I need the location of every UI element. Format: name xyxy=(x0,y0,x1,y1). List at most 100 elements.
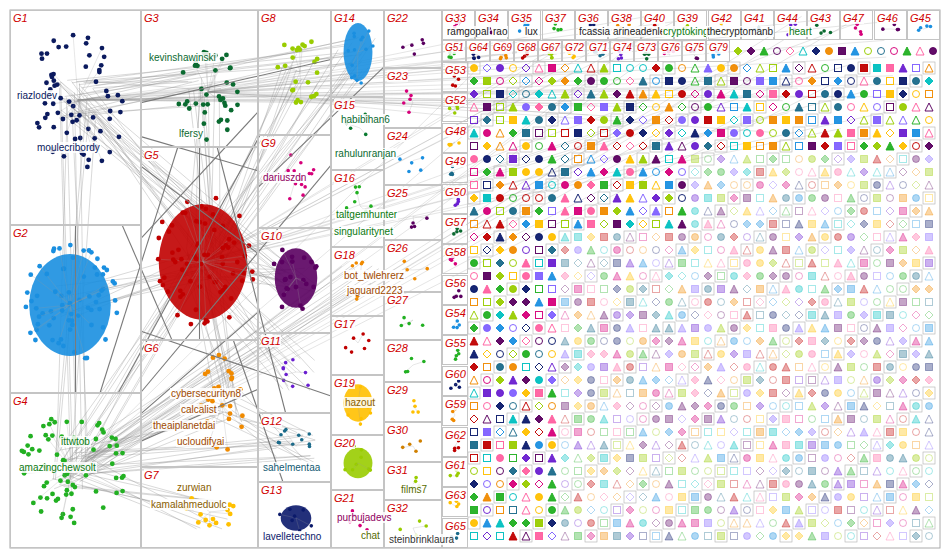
vertex-dot xyxy=(40,56,45,61)
mini-vertex xyxy=(652,298,660,306)
mini-vertex xyxy=(600,168,608,176)
mini-vertex xyxy=(484,507,491,514)
mini-group-frame xyxy=(468,192,480,204)
vertex-dot xyxy=(62,154,67,159)
vertex-dot xyxy=(296,45,301,50)
mini-vertex xyxy=(561,207,569,215)
vertex-dot xyxy=(83,356,88,361)
mini-vertex xyxy=(561,142,569,150)
mini-vertex xyxy=(536,260,543,267)
vertex-dot xyxy=(180,292,185,297)
mini-vertex xyxy=(562,481,569,488)
mini-vertex xyxy=(561,532,569,540)
vertex-dot xyxy=(96,293,101,298)
mini-vertex xyxy=(653,247,660,254)
vertex-dot xyxy=(398,528,402,532)
mini-vertex xyxy=(665,428,673,436)
vertex-dot xyxy=(28,434,33,439)
mini-vertex xyxy=(522,532,530,540)
mini-vertex xyxy=(522,233,530,241)
mini-vertex xyxy=(535,207,543,215)
mini-group-frame xyxy=(650,400,662,412)
mini-vertex xyxy=(548,415,556,423)
vertex-dot xyxy=(409,94,413,98)
mini-vertex xyxy=(483,168,491,176)
mini-vertex xyxy=(561,415,569,423)
mini-vertex xyxy=(549,403,556,410)
vertex-dot xyxy=(189,322,194,327)
mini-vertex xyxy=(575,130,582,137)
mini-vertex xyxy=(574,272,582,280)
mini-vertex xyxy=(497,468,504,475)
mini-vertex xyxy=(653,260,660,267)
vertex-dot xyxy=(188,279,193,284)
cluster-edge xyxy=(300,72,302,102)
mini-vertex xyxy=(601,507,608,514)
mini-vertex xyxy=(679,169,686,176)
mini-vertex xyxy=(497,208,504,215)
vertex-dot xyxy=(307,432,311,436)
mini-vertex xyxy=(601,247,608,254)
mini-vertex xyxy=(614,156,621,163)
mini-group-frame xyxy=(624,166,636,178)
mini-vertex xyxy=(679,260,686,267)
mini-vertex xyxy=(652,194,660,202)
mini-vertex xyxy=(587,350,595,358)
mini-vertex xyxy=(496,519,504,527)
mini-group-frame xyxy=(520,75,532,87)
mini-vertex xyxy=(575,416,582,423)
vertex-dot xyxy=(106,94,111,99)
mini-vertex xyxy=(523,208,530,215)
mini-vertex xyxy=(497,507,504,514)
vertex-dot xyxy=(110,461,115,466)
vertex-dot xyxy=(419,168,423,172)
mini-group-frame xyxy=(481,244,493,256)
vertex-dot xyxy=(43,101,48,106)
mini-vertex xyxy=(588,221,595,228)
mini-vertex xyxy=(549,442,556,449)
mini-vertex xyxy=(626,77,634,85)
mini-vertex xyxy=(497,533,504,540)
vertex-dot xyxy=(413,277,417,281)
mini-vertex xyxy=(574,90,582,98)
mini-vertex xyxy=(509,467,517,475)
mini-vertex xyxy=(548,311,556,319)
mini-group-frame xyxy=(559,101,571,113)
vertex-dot xyxy=(28,272,33,277)
vertex-dot xyxy=(77,113,82,118)
mini-vertex xyxy=(509,519,517,527)
cluster-edge xyxy=(78,96,108,100)
vertex-dot xyxy=(71,33,76,38)
cluster-edge xyxy=(70,251,84,305)
mini-group-frame xyxy=(533,127,545,139)
vertex-dot xyxy=(290,88,295,93)
edge-bundle-line xyxy=(236,396,313,435)
mini-vertex xyxy=(574,363,582,371)
vertex-dot xyxy=(369,204,373,208)
vertex-dot xyxy=(114,443,119,448)
mini-group-frame xyxy=(546,374,558,386)
mini-vertex xyxy=(587,168,595,176)
vertex-dot xyxy=(419,439,423,443)
mini-vertex xyxy=(561,285,569,293)
vertex-dot xyxy=(283,277,288,282)
mini-vertex xyxy=(470,389,478,397)
vertex-dot xyxy=(95,256,100,261)
mini-vertex xyxy=(509,428,517,436)
vertex-dot xyxy=(101,430,106,435)
mini-vertex xyxy=(574,194,582,202)
mini-vertex xyxy=(548,376,556,384)
mini-vertex xyxy=(523,364,530,371)
cluster-edge xyxy=(70,252,91,305)
edge-fan-line xyxy=(208,31,676,92)
vertex-dot xyxy=(24,305,29,310)
vertex-dot xyxy=(61,117,66,122)
mini-vertex xyxy=(665,220,673,228)
vertex-dot xyxy=(457,289,461,293)
vertex-dot xyxy=(237,214,242,219)
mini-vertex xyxy=(678,207,686,215)
vertex-dot xyxy=(59,515,64,520)
vertex-dot xyxy=(284,286,289,291)
mini-vertex xyxy=(510,117,517,124)
edge-bundle-line xyxy=(223,414,314,462)
